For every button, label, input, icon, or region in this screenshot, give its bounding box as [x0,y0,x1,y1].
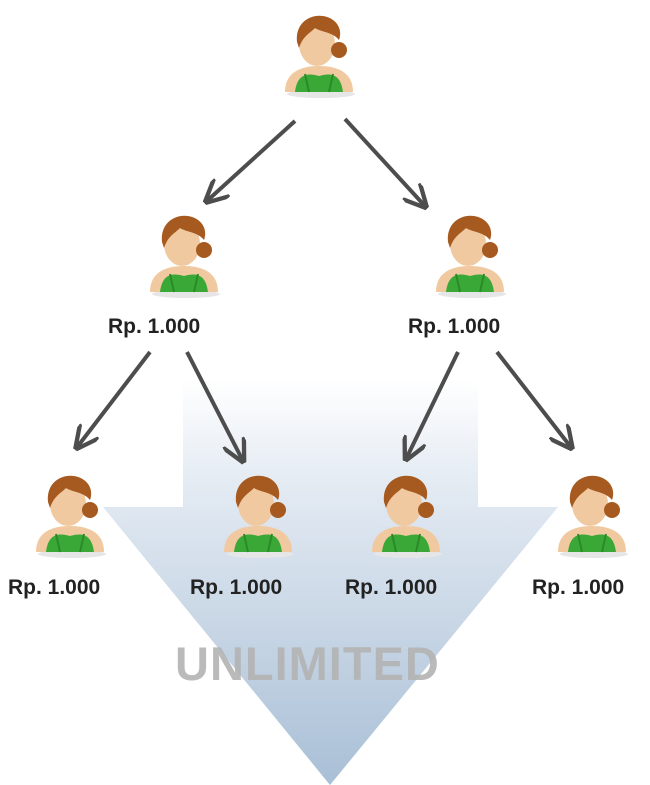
arrow-root-left [208,119,297,200]
big-down-arrow [103,380,558,785]
arrow-l2a-right [185,351,242,459]
level3-label-3: Rp. 1.000 [345,576,438,599]
level3-label-2: Rp. 1.000 [190,576,283,599]
level2-label-2: Rp. 1.000 [408,315,501,338]
level2-person-icon-1 [144,210,224,298]
unlimited-background-text: UNLIMITED [175,637,440,690]
arrow-root-right [343,117,424,205]
level3-person-icon-1 [30,470,110,558]
level3-person-icon-4 [552,470,632,558]
arrow-l2b-right [495,350,570,446]
level2-person-icon-2 [430,210,510,298]
arrow-l2b-left [407,351,460,457]
level3-label-1: Rp. 1.000 [8,576,101,599]
arrow-l2a-left [78,350,152,446]
level3-person-icon-2 [218,470,298,558]
level2-label-1: Rp. 1.000 [108,315,201,338]
connector-arrows [78,117,570,459]
root-person-icon [279,10,359,98]
level3-person-icon-3 [366,470,446,558]
level3-label-4: Rp. 1.000 [532,576,625,599]
